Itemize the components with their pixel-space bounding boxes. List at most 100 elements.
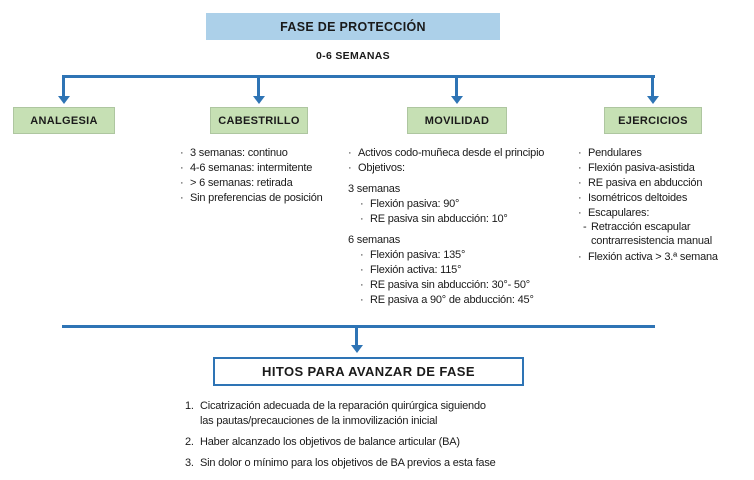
bullet-icon: · xyxy=(180,177,184,189)
phase-title-box: FASE DE PROTECCIÓN xyxy=(206,13,500,40)
branch-title-analgesia: ANALGESIA xyxy=(30,114,98,127)
milestones-list: 1. Cicatrización adecuada de la reparaci… xyxy=(185,399,605,477)
list-item: · RE pasiva en abducción xyxy=(578,176,752,191)
list-item-text: Isométricos deltoides xyxy=(588,192,688,204)
milestone-item: 2. Haber alcanzado los objetivos de bala… xyxy=(185,435,605,450)
list-item: · Flexión activa: 115° xyxy=(360,263,566,278)
list-item: · Isométricos deltoides xyxy=(578,191,752,206)
dash-icon: - xyxy=(583,221,587,233)
top-connector-line xyxy=(62,75,655,78)
branch-box-ejercicios: EJERCICIOS xyxy=(604,107,702,134)
bullet-icon: · xyxy=(360,249,364,261)
arrow-head xyxy=(350,345,363,353)
milestone-line: Sin dolor o mínimo para los objetivos de… xyxy=(200,457,496,469)
milestone-item: 1. Cicatrización adecuada de la reparaci… xyxy=(185,399,605,429)
subitem-line: contrarresistencia manual xyxy=(591,234,712,247)
list-item: · > 6 semanas: retirada xyxy=(180,176,345,191)
arrow-stem xyxy=(651,75,654,96)
branch-title-cabestrillo: CABESTRILLO xyxy=(218,114,300,127)
branch-title-movilidad: MOVILIDAD xyxy=(424,114,490,127)
list-item-text: Activos codo-muñeca desde el principio xyxy=(358,147,545,159)
list-item-text: Pendulares xyxy=(588,147,642,159)
phase-title: FASE DE PROTECCIÓN xyxy=(280,19,426,34)
arrow-stem xyxy=(355,325,358,345)
list-item-text: 4-6 semanas: intermitente xyxy=(190,162,313,174)
list-item-text: RE pasiva sin abducción: 10° xyxy=(370,213,508,225)
milestones-title: HITOS PARA AVANZAR DE FASE xyxy=(262,364,475,379)
list-item-text: RE pasiva a 90° de abducción: 45° xyxy=(370,294,534,306)
milestone-number: 3. xyxy=(185,457,194,469)
bullet-icon: · xyxy=(360,198,364,210)
bullet-icon: · xyxy=(348,162,352,174)
milestone-text: Sin dolor o mínimo para los objetivos de… xyxy=(200,456,496,471)
arrow-stem xyxy=(257,75,260,96)
list-item-text: RE pasiva en abducción xyxy=(588,177,703,189)
list-item-text: Sin preferencias de posición xyxy=(190,192,323,204)
arrow-stem xyxy=(62,75,65,96)
list-item: · Flexión activa > 3.ª semana xyxy=(578,250,752,265)
milestone-text: Cicatrización adecuada de la reparación … xyxy=(200,399,486,429)
phase-duration-label: 0-6 SEMANAS xyxy=(316,50,390,62)
bullet-icon: · xyxy=(578,162,582,174)
milestone-number: 2. xyxy=(185,436,194,448)
list-item: · Escapulares: xyxy=(578,206,752,221)
bullet-icon: · xyxy=(180,192,184,204)
list-item-text: Flexión pasiva: 135° xyxy=(370,249,466,261)
branch-box-movilidad: MOVILIDAD xyxy=(407,107,507,134)
bullet-icon: · xyxy=(360,264,364,276)
arrow-stem xyxy=(455,75,458,96)
list-item-text: Flexión pasiva-asistida xyxy=(588,162,695,174)
milestone-line: Cicatrización adecuada de la reparación … xyxy=(200,400,486,412)
list-item: · RE pasiva a 90° de abducción: 45° xyxy=(360,293,566,308)
list-item: · Activos codo-muñeca desde el principio xyxy=(348,146,566,161)
bottom-connector-line xyxy=(62,325,655,328)
bullet-icon: · xyxy=(348,147,352,159)
branch-box-cabestrillo: CABESTRILLO xyxy=(210,107,308,134)
bullet-icon: · xyxy=(578,147,582,159)
bullet-icon: · xyxy=(360,213,364,225)
list-item-text: Objetivos: xyxy=(358,162,405,174)
list-item: · 4-6 semanas: intermitente xyxy=(180,161,345,176)
list-item: · RE pasiva sin abducción: 30°- 50° xyxy=(360,278,566,293)
subitem-line: Retracción escapular xyxy=(591,221,691,233)
list-item: · Sin preferencias de posición xyxy=(180,191,345,206)
bullet-icon: · xyxy=(360,294,364,306)
arrow-down-to-movilidad-icon xyxy=(450,75,463,104)
list-item: · Objetivos: xyxy=(348,161,566,176)
bullet-icon: · xyxy=(578,177,582,189)
branch-title-ejercicios: EJERCICIOS xyxy=(618,114,688,127)
list-item-text: 3 semanas: continuo xyxy=(190,147,288,159)
arrow-down-to-cabestrillo-icon xyxy=(252,75,265,104)
list-item-text: Flexión pasiva: 90° xyxy=(370,198,460,210)
list-item-text: Flexión activa > 3.ª semana xyxy=(588,251,718,263)
list-item: · 3 semanas: continuo xyxy=(180,146,345,161)
bullet-icon: · xyxy=(180,147,184,159)
ejercicios-list: · Pendulares · Flexión pasiva-asistida ·… xyxy=(578,146,752,265)
section-label-3-semanas: 3 semanas xyxy=(348,183,401,195)
bullet-icon: · xyxy=(578,207,582,219)
movilidad-list: · Activos codo-muñeca desde el principio… xyxy=(348,146,566,308)
arrow-down-to-milestones-icon xyxy=(350,325,363,353)
list-item: · Pendulares xyxy=(578,146,752,161)
arrow-head xyxy=(450,96,463,104)
list-item: · Flexión pasiva-asistida xyxy=(578,161,752,176)
arrow-head xyxy=(57,96,70,104)
bullet-icon: · xyxy=(578,251,582,263)
milestone-item: 3. Sin dolor o mínimo para los objetivos… xyxy=(185,456,605,471)
cabestrillo-list: · 3 semanas: continuo · 4-6 semanas: int… xyxy=(180,146,345,206)
list-item-text: Escapulares: xyxy=(588,207,650,219)
milestones-title-box: HITOS PARA AVANZAR DE FASE xyxy=(213,357,524,386)
list-item-text: > 6 semanas: retirada xyxy=(190,177,293,189)
list-item-text: Flexión activa: 115° xyxy=(370,264,462,276)
list-item: · RE pasiva sin abducción: 10° xyxy=(360,212,566,227)
arrow-head xyxy=(646,96,659,104)
milestone-number: 1. xyxy=(185,400,194,412)
list-subitem: - Retracción escapular contrarresistenci… xyxy=(583,221,752,248)
milestone-line: Haber alcanzado los objetivos de balance… xyxy=(200,436,460,448)
milestone-line: las pautas/precauciones de la inmoviliza… xyxy=(200,415,438,427)
list-item-text: RE pasiva sin abducción: 30°- 50° xyxy=(370,279,530,291)
arrow-down-to-ejercicios-icon xyxy=(646,75,659,104)
bullet-icon: · xyxy=(360,279,364,291)
arrow-head xyxy=(252,96,265,104)
